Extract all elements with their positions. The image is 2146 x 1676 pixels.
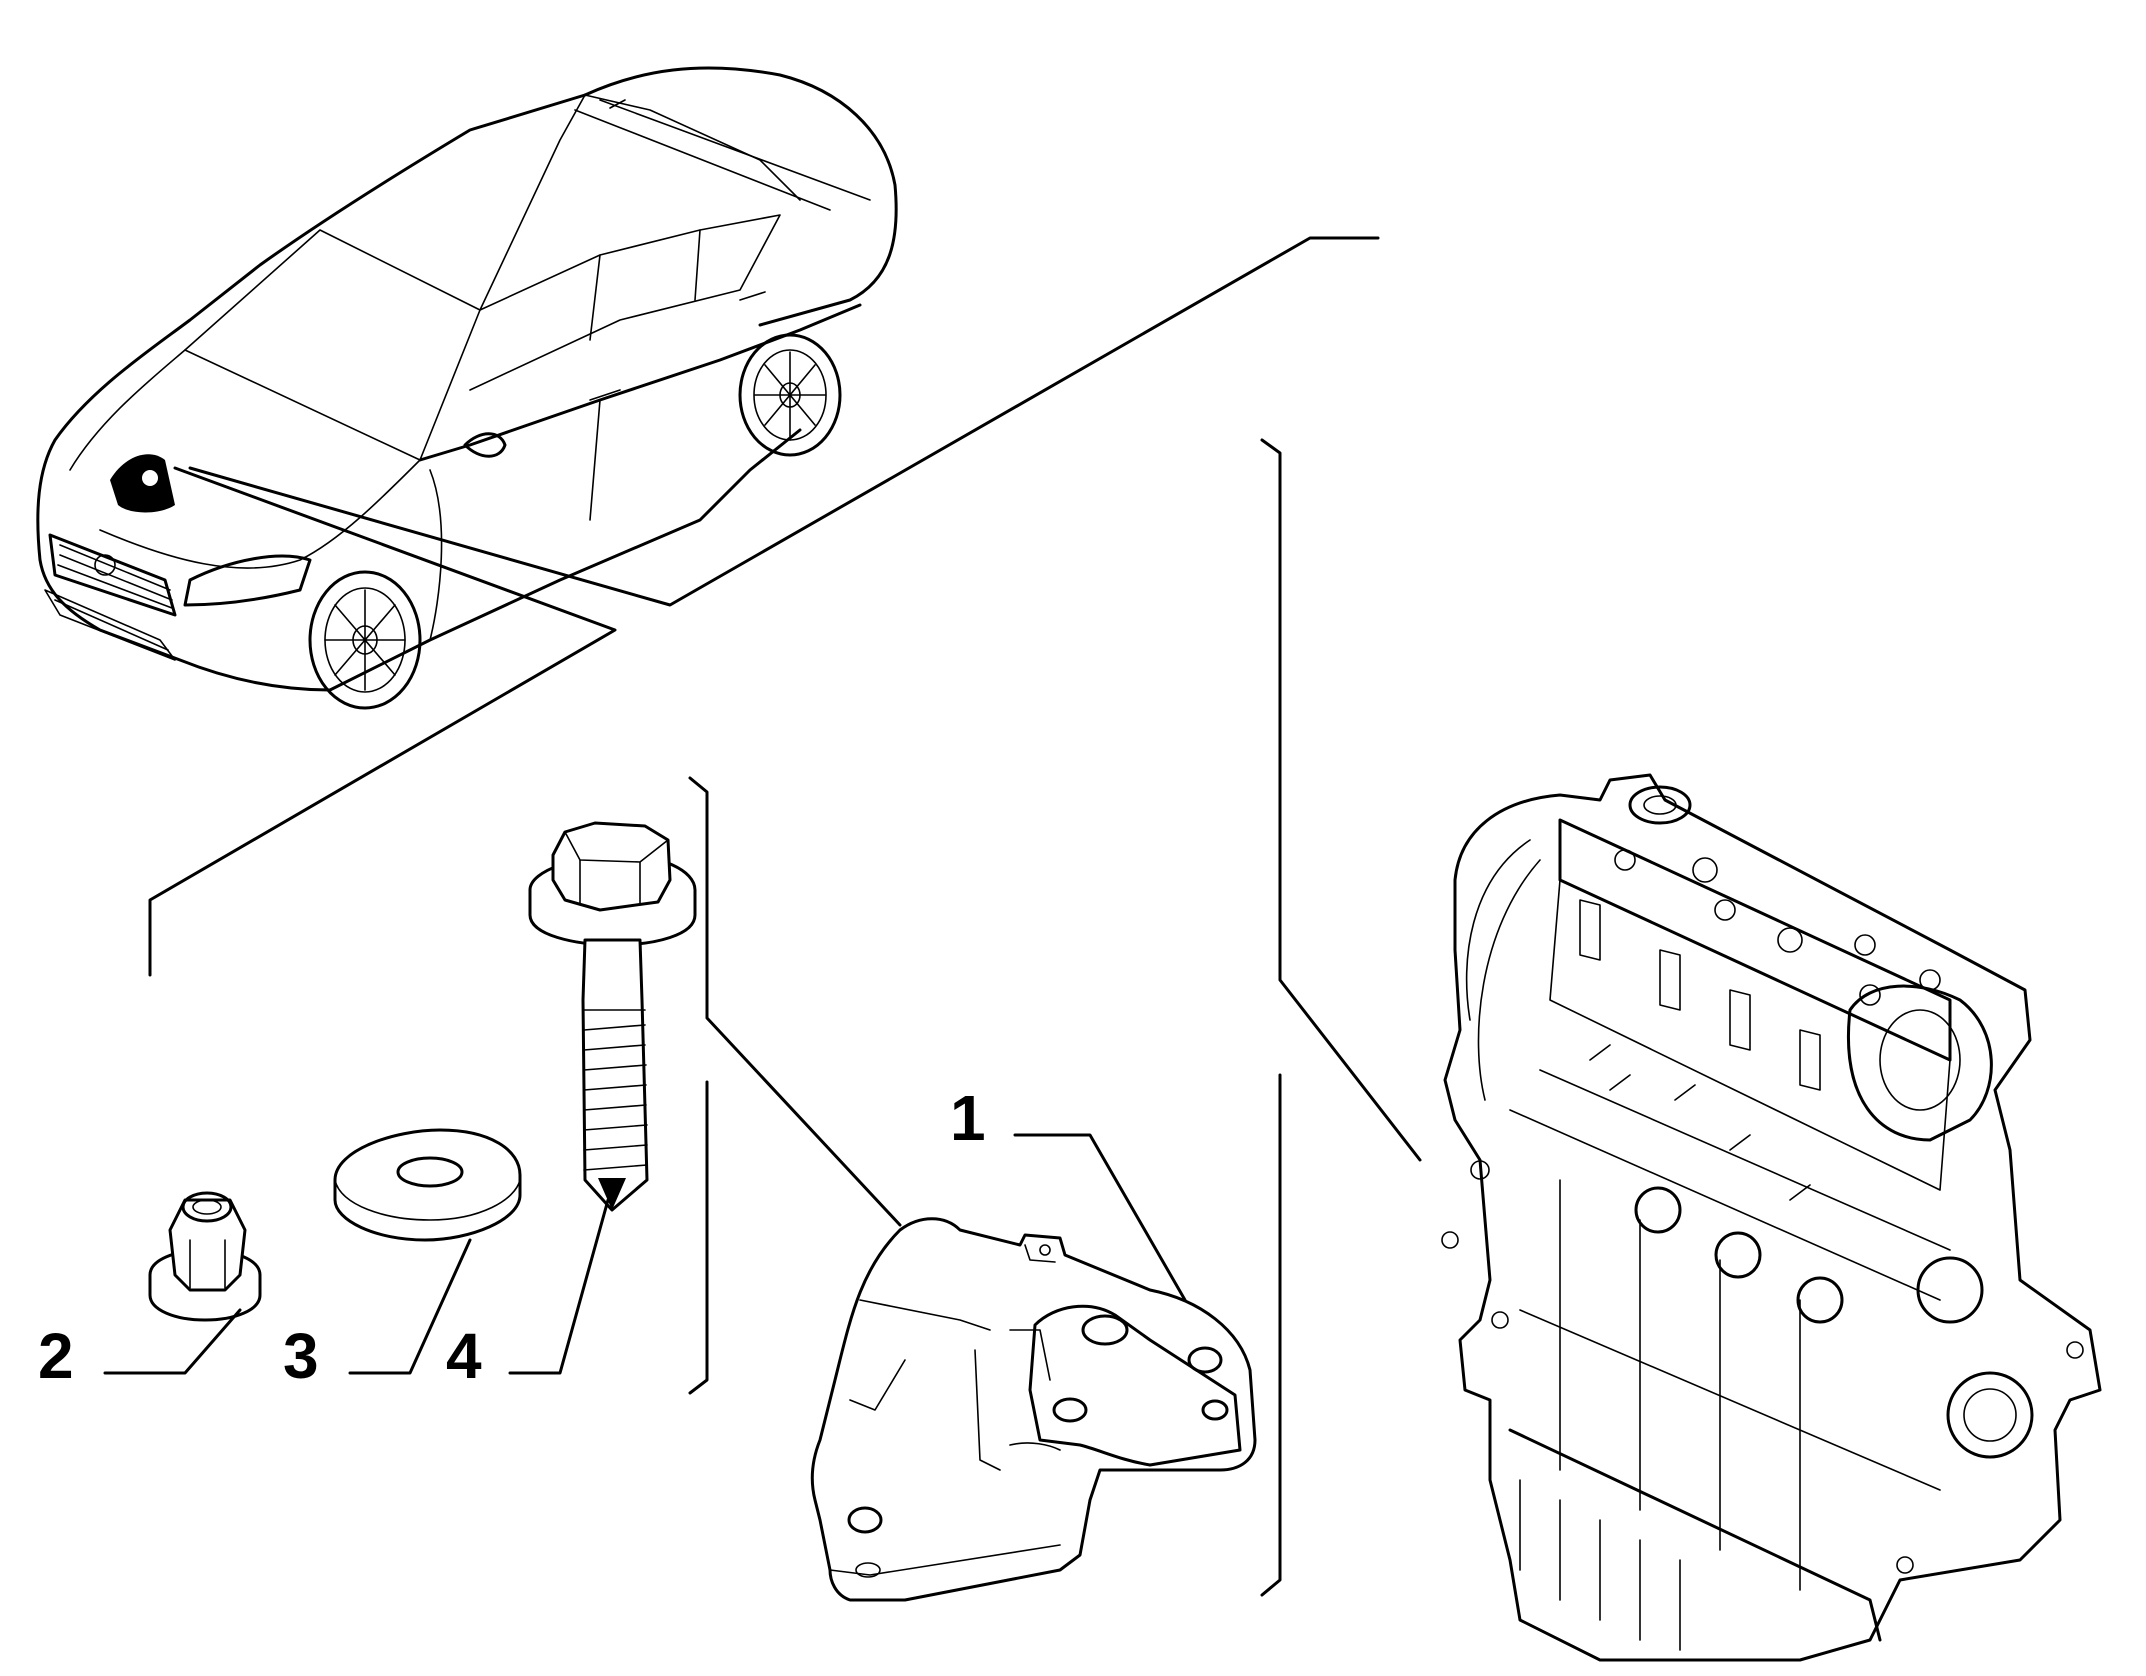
engine-mount-part-1 [810, 1217, 1257, 1602]
bolt-part-4 [528, 821, 697, 1212]
flange-nut-part-2 [148, 1191, 262, 1322]
detail-leader-lines [148, 236, 1422, 1597]
callout-label-2: 2 [38, 1320, 74, 1392]
callout-leader-lines [103, 1133, 1187, 1375]
callout-label-1: 1 [950, 1082, 986, 1154]
car-illustration [36, 66, 898, 710]
callout-label-4: 4 [446, 1320, 482, 1392]
engine-illustration [1441, 773, 2102, 1662]
washer-part-3 [333, 1128, 522, 1242]
callout-label-3: 3 [283, 1320, 319, 1392]
